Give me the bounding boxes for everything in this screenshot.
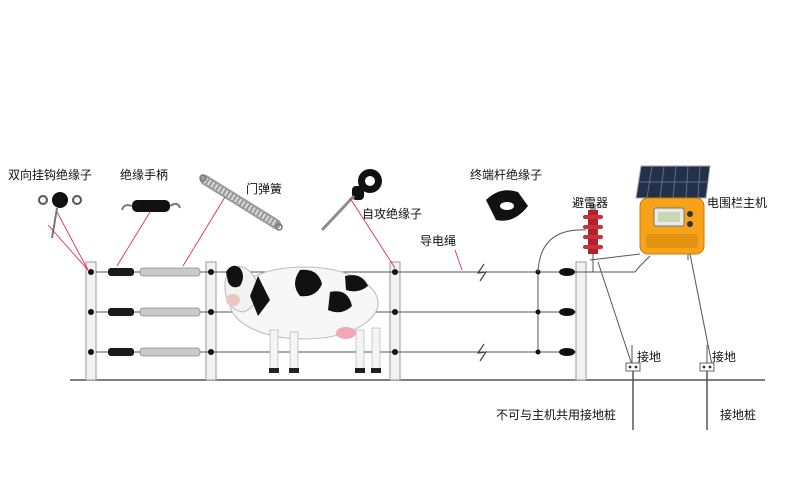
gate-spring-icon — [199, 174, 283, 231]
gate-handle — [108, 308, 134, 316]
insulator — [88, 269, 94, 275]
gate-handle-icon — [121, 200, 181, 212]
gate-spring — [139, 267, 201, 277]
junction-dot — [535, 309, 541, 315]
energizer-wiring — [537, 229, 713, 366]
screw-insulator-icon — [320, 169, 382, 232]
fence-post-1 — [85, 261, 97, 381]
gate-row-top — [108, 267, 201, 277]
end-post-insulator-icon — [486, 190, 528, 221]
insulator — [392, 269, 398, 275]
cow-icon — [224, 265, 381, 373]
gate-handle — [108, 348, 134, 356]
label-lightning-arrester: 避雷器 — [572, 196, 609, 210]
insulator — [208, 269, 214, 275]
junction-dot — [535, 349, 541, 355]
grounding — [625, 345, 715, 430]
label-ground-left: 接地 — [637, 350, 662, 364]
fence-post-3 — [389, 261, 401, 381]
pointer-lines — [47, 196, 463, 271]
lightning-arrester-icon — [583, 204, 603, 254]
post-insulators — [88, 268, 575, 356]
label-ground-right: 接地 — [712, 350, 737, 364]
gate-row-bottom — [108, 347, 201, 357]
gate-assemblies — [108, 267, 201, 357]
solar-panel-icon — [635, 165, 711, 199]
insulator — [392, 349, 398, 355]
fence-posts — [85, 261, 587, 381]
gate-handle — [108, 268, 134, 276]
label-gate-spring: 门弹簧 — [246, 182, 283, 196]
insulator — [392, 309, 398, 315]
label-energizer: 电围栏主机 — [707, 196, 768, 210]
label-screw-insulator: 自攻绝缘子 — [362, 207, 423, 221]
insulator — [88, 309, 94, 315]
label-double-hook-insulator: 双向挂钩绝缘子 — [8, 168, 93, 182]
gate-spring — [139, 307, 201, 317]
end-insulator — [559, 348, 575, 356]
label-end-post-insulator: 终端杆绝缘子 — [470, 168, 543, 182]
fence-post-2 — [205, 261, 217, 381]
gate-spring — [139, 347, 201, 357]
fence-post-4 — [575, 261, 587, 381]
insulator — [208, 349, 214, 355]
gate-row-middle — [108, 307, 201, 317]
label-ground-rod: 接地桩 — [720, 408, 757, 422]
label-conductor-wire: 导电绳 — [420, 234, 457, 248]
insulator — [208, 309, 214, 315]
end-insulator — [559, 268, 575, 276]
double-hook-insulator-icon — [38, 192, 82, 239]
end-insulator — [559, 308, 575, 316]
insulator — [88, 349, 94, 355]
energizer-unit — [635, 165, 711, 255]
label-gate-handle: 绝缘手柄 — [120, 168, 169, 182]
label-ground-rod-not-shared: 不可与主机共用接地桩 — [496, 408, 617, 422]
lightning-icon — [476, 263, 488, 362]
